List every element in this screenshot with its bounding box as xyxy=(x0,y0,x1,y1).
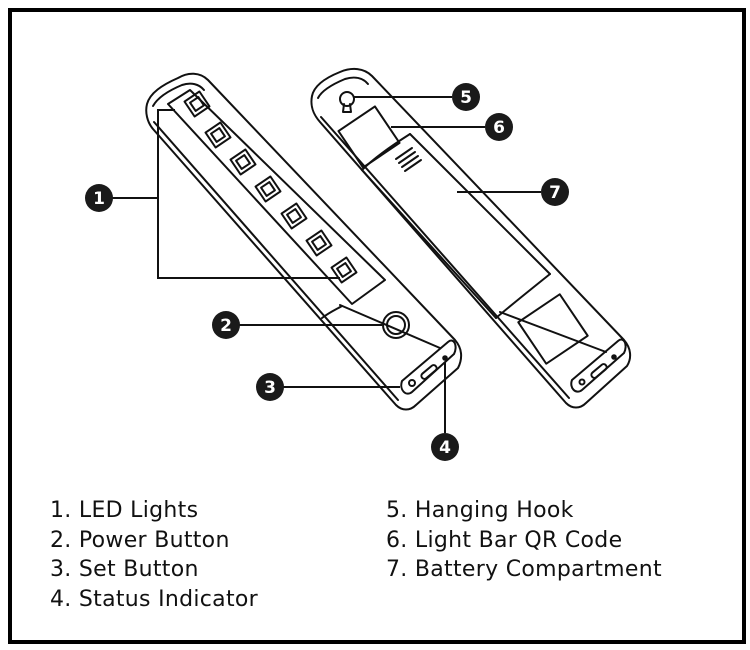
hanging-hook xyxy=(339,91,355,113)
legend-item-battery-compartment: 7. Battery Compartment xyxy=(386,557,662,582)
callout-5: 5 xyxy=(452,83,480,111)
light-bar-front-view xyxy=(145,72,463,411)
svg-text:7: 7 xyxy=(549,183,561,203)
led-light xyxy=(183,90,211,118)
svg-text:2: 2 xyxy=(220,316,232,336)
back-end-face xyxy=(578,354,617,386)
bottom-label-panel xyxy=(517,293,589,365)
legend-left: 1. LED Lights 2. Power Button 3. Set But… xyxy=(50,496,258,614)
end-face-controls xyxy=(408,355,448,387)
svg-text:1: 1 xyxy=(93,189,105,209)
svg-text:3: 3 xyxy=(264,378,276,398)
legend-right: 5. Hanging Hook 6. Light Bar QR Code 7. … xyxy=(386,496,662,585)
callout-4: 4 xyxy=(431,433,459,461)
power-button xyxy=(382,311,410,339)
led-lights xyxy=(183,90,358,284)
led-light xyxy=(204,121,232,149)
callout-2: 2 xyxy=(212,311,240,339)
callout-6: 6 xyxy=(485,113,513,141)
qr-code-panel xyxy=(337,105,401,169)
led-light xyxy=(254,175,282,203)
light-bar-back-view xyxy=(310,67,632,409)
status-indicator-dot xyxy=(442,355,448,361)
led-light xyxy=(330,256,358,284)
led-light xyxy=(305,229,333,257)
legend-item-status-indicator: 4. Status Indicator xyxy=(50,586,258,612)
svg-text:5: 5 xyxy=(460,88,472,108)
led-light xyxy=(229,148,257,176)
vent-slits xyxy=(395,147,422,172)
callout-3: 3 xyxy=(256,373,284,401)
svg-text:4: 4 xyxy=(439,438,451,458)
leader-line-1b xyxy=(157,198,340,279)
legend-item-power-button: 2. Power Button xyxy=(50,527,230,553)
callout-7: 7 xyxy=(541,178,569,206)
callout-1: 1 xyxy=(85,184,113,212)
legend-item-hanging-hook: 5. Hanging Hook xyxy=(386,498,574,523)
legend-item-set-button: 3. Set Button xyxy=(50,557,199,582)
legend-item-qr-code: 6. Light Bar QR Code xyxy=(386,527,623,553)
led-light xyxy=(280,202,308,230)
usb-port xyxy=(420,364,438,380)
legend-item-led-lights: 1. LED Lights xyxy=(50,498,199,523)
svg-text:6: 6 xyxy=(493,118,505,138)
leader-line-1 xyxy=(112,109,175,199)
